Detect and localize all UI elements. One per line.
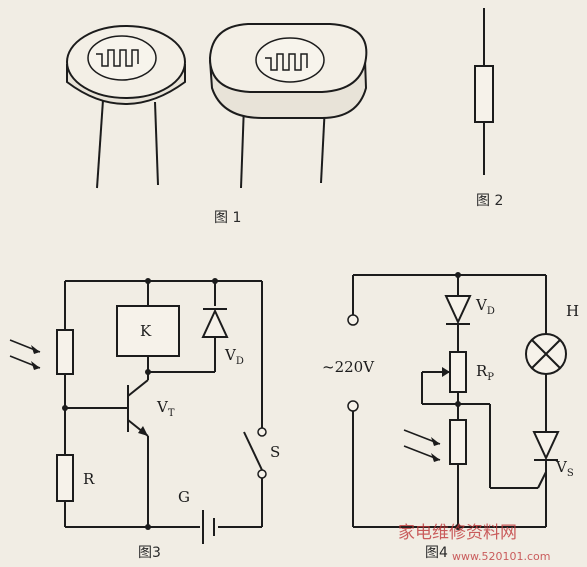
fig3-label-battery: G [178,488,190,506]
fig4-terminal-bottom [347,400,359,412]
fig2-photoresistor-symbol [474,8,494,175]
fig3-photoresistor [56,329,74,375]
fig3-transistor [65,372,149,527]
fig1-round-photoresistor [66,25,186,189]
fig4-caption: 图4 [425,545,448,561]
fig3-caption: 图3 [138,545,161,561]
fig4-potentiometer [449,351,467,393]
fig4-diode [444,295,472,325]
fig4-thyristor [532,431,560,461]
fig3-diode [201,308,229,338]
fig3-label-switch: S [270,443,280,461]
fig4-label-diode: VD [475,296,495,317]
fig4-label-pot: RP [476,362,494,383]
fig3-light-arrows-icon [9,339,41,370]
fig4-terminal-top [347,314,359,326]
fig3-switch [243,431,263,471]
fig4-label-supply: ~220V [322,358,375,376]
fig4-light-arrows-icon [403,429,441,462]
fig2-caption: 图 2 [476,193,503,209]
fig3-label-resistor: R [83,470,95,488]
watermark-text: 家电维修资料网 [398,523,517,543]
fig3-circuit: K VD VT R S G [9,278,280,544]
fig3-relay-coil [116,305,180,357]
fig3-label-relay: K [140,322,152,340]
fig4-label-lamp: H [566,302,579,320]
fig4-photoresistor [449,419,467,465]
fig1-caption: 图 1 [214,210,241,226]
fig3-label-diode: VD [224,346,244,367]
fig3-battery [202,510,215,544]
fig4-circuit: ~220V VD RP H VS [322,272,579,530]
watermark-url: www.520101.com [452,550,550,563]
fig4-lamp-icon [525,333,567,375]
fig1-oval-photoresistor [208,23,368,189]
fig3-label-transistor: VT [156,398,175,419]
fig4-label-thyristor: VS [555,458,574,479]
fig3-resistor [56,454,74,502]
